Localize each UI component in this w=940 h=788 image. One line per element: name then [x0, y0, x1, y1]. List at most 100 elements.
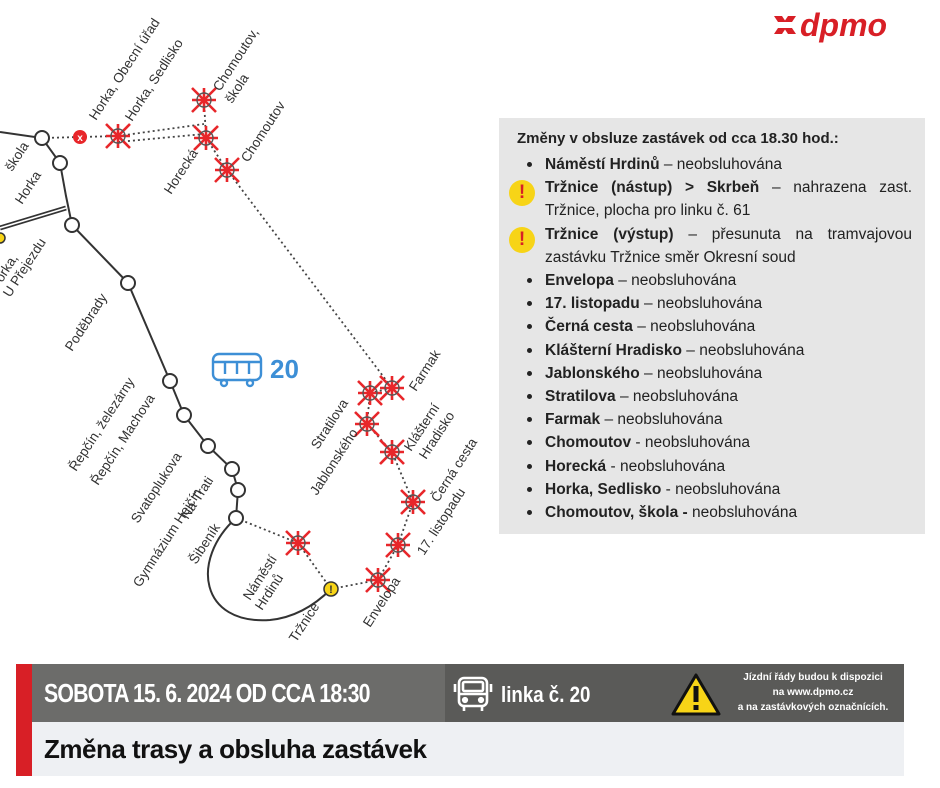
cancelled-stop-stratilova — [356, 379, 384, 407]
change-item: Horecká - neobsluhována — [519, 455, 912, 478]
warning-icon: ! — [509, 180, 535, 207]
change-description: – neobsluhována — [659, 156, 782, 173]
footer-notice: Jízdní řády budou k dispozici na www.dpm… — [725, 670, 901, 715]
stop-name: Stratilova — [545, 388, 616, 406]
cancelled-stop-horecka — [192, 124, 220, 152]
bullet-icon — [527, 162, 532, 167]
change-item: Jablonského – neobsluhována — [519, 362, 912, 385]
stop-name: Farmak — [545, 411, 601, 429]
active-stops — [34, 130, 246, 526]
cancelled-stop-chomoutov-skola — [190, 86, 218, 114]
stop-name: Envelopa — [545, 272, 614, 290]
bullet-icon — [527, 301, 532, 307]
footer-date: SOBOTA 15. 6. 2024 OD CCA 18:30 — [44, 678, 371, 708]
change-description: – nahrazena zast. Tržnice, plocha pro li… — [545, 179, 912, 220]
stop-circle — [230, 482, 246, 498]
label-farmak: Farmak — [406, 347, 444, 394]
change-description: – neobsluhována — [600, 411, 723, 429]
change-item: Horka, Sedlisko - neobsluhována — [519, 478, 912, 501]
stop-circle — [228, 510, 244, 526]
stop-name: Klášterní Hradisko — [545, 341, 682, 359]
svg-text:!: ! — [329, 584, 333, 596]
change-description: – neobsluhována — [681, 341, 805, 359]
label-podebrady: Poděbrady — [62, 290, 110, 353]
stop-name: Černá cesta — [545, 318, 633, 336]
change-item: Klášterní Hradisko – neobsluhována — [519, 339, 912, 362]
change-description: – neobsluhována — [639, 295, 763, 313]
stop-circle — [200, 438, 216, 454]
change-item: Chomoutov - neobsluhována — [519, 431, 912, 454]
label-chomoutov: Chomoutov — [238, 98, 288, 164]
dpmo-logo: dpmo — [774, 7, 887, 43]
cancelled-stop-horka-sedlisko — [104, 122, 132, 150]
stop-name: Horecká — [545, 457, 607, 475]
cancelled-stops — [104, 86, 427, 594]
warning-icon: ! — [509, 226, 535, 253]
bullet-icon — [527, 510, 532, 516]
changes-panel: Změny v obsluze zastávek od cca 18.30 ho… — [499, 118, 925, 534]
cancelled-stop-jablonskeho — [353, 410, 381, 438]
change-description: – přesunuta na tramvajovou zastávku Tržn… — [545, 225, 913, 266]
footer-subtitle: Změna trasy a obsluha zastávek — [44, 734, 427, 764]
route-number: 20 — [270, 354, 299, 384]
change-item: Chomoutov, škola - neobsluhována — [519, 501, 912, 524]
change-description: - neobsluhována — [631, 434, 751, 452]
stop-name: Chomoutov, škola - — [545, 504, 688, 522]
stop-circle — [64, 217, 80, 233]
stop-name: Tržnice (výstup) — [545, 225, 674, 243]
stop-name: Náměstí Hrdinů — [545, 156, 660, 173]
stop-name: Tržnice (nástup) > Skrbeň — [545, 179, 760, 197]
stop-name: 17. listopadu — [545, 295, 640, 313]
change-description: - neobsluhována — [606, 457, 726, 475]
change-description: – neobsluhována — [613, 272, 737, 290]
route-badge: 20 — [211, 352, 299, 388]
bullet-icon — [527, 324, 532, 330]
bullet-icon — [527, 486, 532, 492]
change-item: Stratilova – neobsluhována — [519, 385, 912, 408]
label-horecka: Horecká — [161, 146, 201, 197]
bullet-icon — [527, 370, 532, 376]
change-item: 17. listopadu – neobsluhována — [519, 292, 912, 315]
trznice-warning-stop: ! — [323, 581, 339, 597]
bullet-icon — [527, 394, 532, 400]
stop-circle — [224, 461, 240, 477]
closed-stop-marker: x — [73, 130, 87, 144]
label-horka: Horka — [12, 168, 44, 207]
bullet-icon — [527, 417, 532, 423]
cancelled-stop-namesti-hrdinu — [284, 529, 312, 557]
stop-circle — [176, 407, 192, 423]
cancelled-stop-17-listopadu — [384, 531, 412, 559]
footer-line-label: linka č. 20 — [501, 682, 591, 707]
cancelled-stop-klasterni-hradisko — [378, 438, 406, 466]
change-item-warning: ! Tržnice (výstup) – přesunuta na tramvaj… — [509, 223, 913, 269]
svg-text:dpmo: dpmo — [800, 7, 887, 43]
bullet-icon — [527, 278, 532, 284]
footer-red-stripe — [16, 664, 32, 776]
bullet-icon — [527, 347, 532, 353]
footer-line-bar: linka č. 20 Jízdní řády budou k dispozic… — [445, 664, 904, 722]
change-item: Envelopa – neobsluhována — [519, 269, 912, 292]
footer-date-bar: SOBOTA 15. 6. 2024 OD CCA 18:30 — [32, 664, 445, 722]
label-sibenik: Šibeník — [186, 520, 223, 566]
change-item: Farmak – neobsluhována — [519, 408, 912, 431]
cancelled-stop-cerna-cesta — [399, 488, 427, 516]
stop-circle — [162, 373, 178, 389]
bullet-icon — [527, 440, 532, 446]
change-description: – neobsluhována — [615, 388, 739, 406]
cancelled-stop-farmak — [378, 374, 406, 402]
changes-list: Náměstí Hrdinů – neobsluhována! Tržnice (… — [509, 153, 913, 524]
notice-line-2: na www.dpmo.cz — [772, 687, 854, 698]
stop-circle — [120, 275, 136, 291]
change-description: – neobsluhována — [632, 318, 756, 336]
footer-subtitle-bar: Změna trasy a obsluha zastávek — [32, 722, 904, 776]
change-item: Černá cesta – neobsluhována — [519, 315, 912, 338]
warning-triangle-icon — [671, 673, 721, 716]
stop-name: Horka, Sedlisko — [545, 480, 662, 498]
change-item-warning: ! Tržnice (nástup) > Skrbeň – nahrazena z… — [509, 176, 912, 222]
notice-line-1: Jízdní řády budou k dispozici — [743, 672, 883, 683]
stop-circle — [52, 155, 68, 171]
stop-name: Jablonského — [545, 364, 640, 382]
svg-text:x: x — [77, 133, 83, 144]
cancelled-stop-chomoutov — [213, 156, 241, 184]
